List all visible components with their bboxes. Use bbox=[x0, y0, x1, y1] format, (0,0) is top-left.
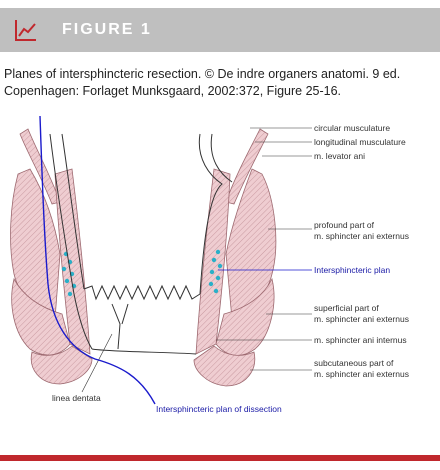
label-intersphincteric-plan: Intersphincteric plan bbox=[314, 265, 390, 275]
label-leaders bbox=[216, 127, 312, 371]
label-profound-line1: profound part of bbox=[314, 220, 375, 230]
left-internal-sphincter bbox=[54, 168, 91, 355]
label-circular-musculature: circular musculature bbox=[314, 123, 390, 133]
label-linea-dentata: linea dentata bbox=[52, 393, 101, 403]
rectal-wall bbox=[49, 133, 233, 355]
left-external-sphincter bbox=[10, 168, 93, 385]
label-subcutaneous-line2: m. sphincter ani externus bbox=[314, 369, 409, 379]
footer-rule bbox=[0, 455, 440, 461]
figure-caption: Planes of intersphincteric resection. © … bbox=[4, 67, 401, 98]
dissection-plane-line bbox=[39, 115, 156, 405]
linea-dentata-pointer bbox=[81, 333, 113, 393]
label-sphincter-internus: m. sphincter ani internus bbox=[314, 335, 407, 345]
figure-label: FIGURE 1 bbox=[62, 21, 152, 38]
chart-line-icon bbox=[15, 20, 36, 41]
right-external-sphincter bbox=[193, 168, 277, 387]
label-levator-ani: m. levator ani bbox=[314, 151, 365, 161]
right-intersphincteric-fat bbox=[208, 249, 223, 294]
label-superficial-line2: m. sphincter ani externus bbox=[314, 314, 409, 324]
figure-header: FIGURE 1 bbox=[0, 8, 440, 52]
label-superficial-line1: superficial part of bbox=[314, 303, 379, 313]
label-profound-line2: m. sphincter ani externus bbox=[314, 231, 409, 241]
label-longitudinal-musculature: longitudinal musculature bbox=[314, 137, 406, 147]
label-dissection-plan: Intersphincteric plan of dissection bbox=[156, 404, 282, 414]
anatomy-diagram: circular musculature longitudinal muscul… bbox=[10, 115, 409, 414]
label-subcutaneous-line1: subcutaneous part of bbox=[314, 358, 394, 368]
